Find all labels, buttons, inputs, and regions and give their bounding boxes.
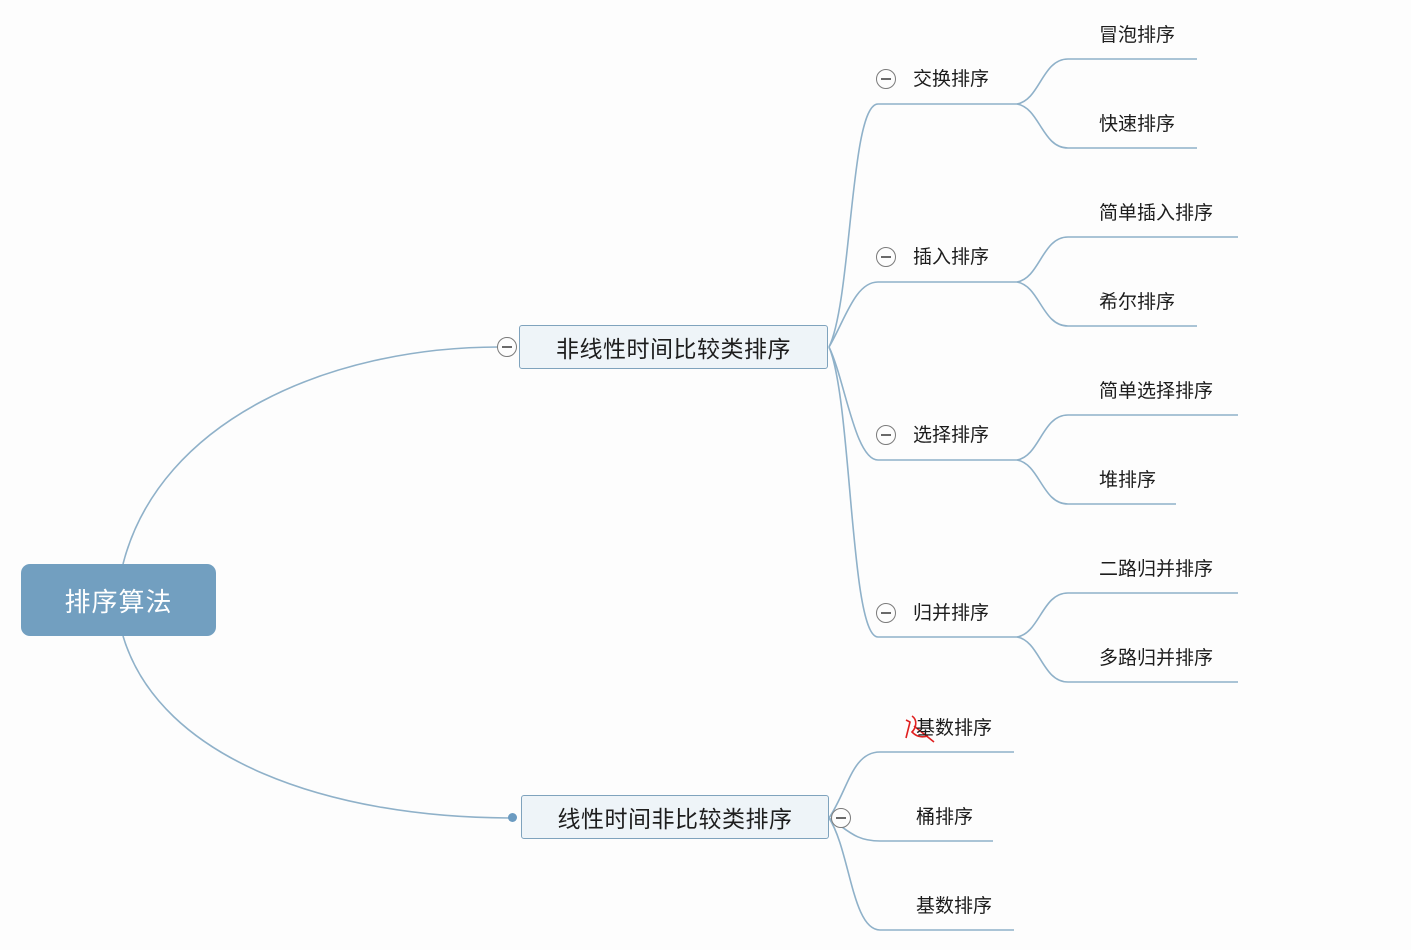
group-exchange-sort[interactable]: 交换排序 (913, 68, 990, 90)
branch-connector-dot (508, 813, 517, 822)
branch-label: 线性时间非比较类排序 (557, 807, 793, 833)
collapse-toggle-nonlinear[interactable] (497, 337, 517, 357)
group-bucket-sort[interactable]: 桶排序 (916, 806, 974, 828)
root-node[interactable]: 排序算法 (21, 564, 216, 636)
handwritten-annotation (905, 715, 935, 743)
leaf-bubble-sort[interactable]: 冒泡排序 (1099, 24, 1176, 46)
collapse-toggle-linear[interactable] (831, 808, 851, 828)
connector-insert-simple (1016, 236, 1238, 283)
leaf-simple-select-sort[interactable]: 简单选择排序 (1099, 380, 1214, 402)
connector-linear-radix (828, 751, 1014, 819)
connector-select-heap (1016, 459, 1176, 505)
group-insert-sort[interactable]: 插入排序 (913, 246, 990, 268)
connector-nonlinear-insert (828, 281, 1017, 348)
connector-exchange-bubble (1016, 58, 1197, 105)
branch-linear-noncomparison[interactable]: 线性时间非比较类排序 (521, 795, 829, 839)
collapse-toggle-exchange[interactable] (876, 69, 896, 89)
connector-nonlinear-exchange (828, 103, 1017, 348)
connector-root-linear (122, 635, 513, 819)
root-node-label: 排序算法 (64, 587, 173, 618)
connector-merge-multi (1016, 636, 1238, 683)
group-radix-sort[interactable]: 基数排序 (916, 895, 993, 917)
group-merge-sort[interactable]: 归并排序 (913, 602, 990, 624)
collapse-toggle-select[interactable] (876, 425, 896, 445)
branch-nonlinear-comparison[interactable]: 非线性时间比较类排序 (519, 325, 828, 369)
leaf-quick-sort[interactable]: 快速排序 (1099, 113, 1176, 135)
leaf-heap-sort[interactable]: 堆排序 (1099, 469, 1157, 491)
collapse-toggle-insert[interactable] (876, 247, 896, 267)
connector-nonlinear-select (828, 346, 1017, 461)
branch-label: 非线性时间比较类排序 (556, 337, 791, 363)
connector-root-nonlinear (122, 346, 500, 565)
group-select-sort[interactable]: 选择排序 (913, 424, 990, 446)
connector-select-simple (1016, 414, 1238, 461)
connector-insert-shell (1016, 281, 1197, 327)
connector-merge-two (1016, 592, 1238, 638)
connector-nonlinear-merge (828, 346, 1017, 638)
leaf-shell-sort[interactable]: 希尔排序 (1099, 291, 1176, 313)
leaf-multi-way-merge-sort[interactable]: 多路归并排序 (1099, 647, 1214, 669)
collapse-toggle-merge[interactable] (876, 603, 896, 623)
connector-linear-radix2 (828, 817, 1014, 931)
connector-exchange-quick (1016, 103, 1197, 149)
leaf-simple-insert-sort[interactable]: 简单插入排序 (1099, 202, 1214, 224)
group-radix-sort-annotated[interactable]: 基数排序 (916, 717, 993, 739)
leaf-two-way-merge-sort[interactable]: 二路归并排序 (1099, 558, 1214, 580)
